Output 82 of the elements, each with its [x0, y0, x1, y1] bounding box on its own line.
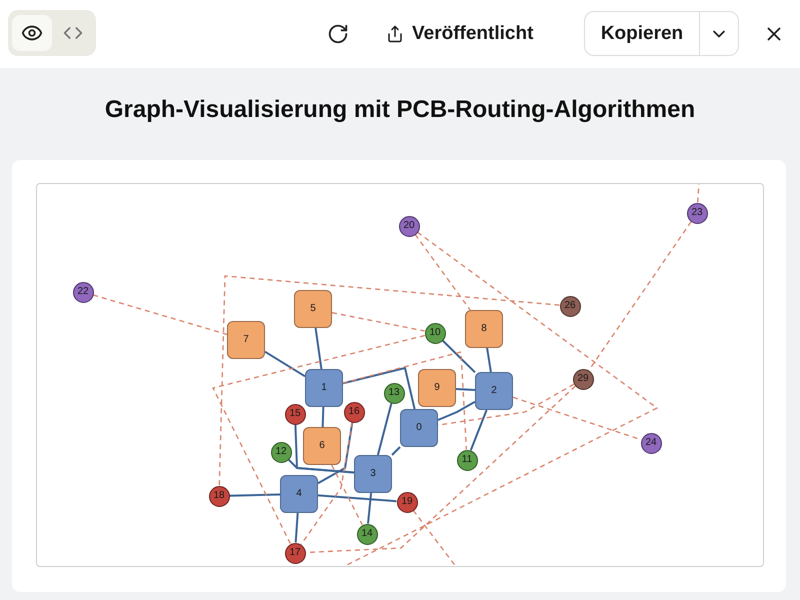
square-node: [475, 372, 513, 410]
dashed-connector: [300, 422, 353, 545]
circle-node: [396, 492, 418, 512]
dashed-connector: [331, 464, 363, 525]
node-label: 14: [361, 529, 373, 539]
connector: [486, 348, 492, 372]
circle-node: [72, 282, 94, 302]
node-label: 24: [645, 438, 657, 448]
circle-node: [398, 216, 420, 236]
connector: [391, 446, 401, 456]
circle-node: [270, 442, 292, 462]
copy-button: Kopieren: [585, 12, 700, 55]
square-node: [305, 369, 343, 407]
node-label: 6: [319, 441, 325, 451]
circle-node: [572, 368, 594, 390]
node-label: 3: [370, 469, 376, 479]
node-label: 11: [462, 455, 472, 465]
node-label: 20: [403, 221, 415, 231]
circle-node: [640, 432, 662, 454]
circle-node: [344, 402, 364, 422]
square-node: [354, 455, 392, 493]
connector: [294, 424, 354, 474]
circle-node: [284, 542, 306, 564]
circle-node: [284, 404, 306, 424]
node-label: 13: [388, 388, 400, 398]
circle-node: [560, 296, 580, 316]
node-label: 12: [275, 447, 287, 457]
node-label: 22: [77, 287, 89, 297]
node-label: 9: [434, 383, 440, 393]
dashed-connector: [697, 184, 700, 203]
square-node: [400, 409, 438, 447]
dashed-connector: [414, 234, 471, 310]
square-node: [418, 369, 456, 407]
connector: [318, 494, 397, 502]
square-node: [303, 427, 341, 465]
dashed-connector: [412, 510, 458, 566]
node-label: 1: [321, 383, 327, 393]
connector: [376, 402, 392, 456]
node-label: 15: [289, 409, 301, 419]
node-label: 7: [243, 335, 249, 345]
node-label: 8: [481, 324, 487, 334]
node-label: 26: [564, 301, 576, 311]
dashed-connector: [342, 351, 468, 450]
dashed-connector: [332, 312, 425, 332]
connector: [322, 406, 324, 428]
node-label: 23: [691, 208, 703, 218]
circle-node: [208, 486, 230, 506]
connector: [294, 512, 299, 543]
node-label: 17: [289, 548, 301, 558]
square-node: [280, 475, 318, 513]
connector: [456, 388, 476, 391]
node-label: 2: [491, 386, 497, 396]
circle-node: [384, 382, 404, 404]
node-label: 29: [577, 374, 589, 384]
circle-node: [356, 524, 378, 544]
connector: [442, 340, 476, 374]
node-label: 5: [310, 304, 316, 314]
diagram-title: Graph-Visualisierung mit PCB-Routing-Algorithmen: [104, 96, 696, 124]
square-node: [294, 290, 332, 328]
connector: [229, 494, 280, 497]
circle-node: [424, 322, 446, 344]
node-label: 10: [429, 328, 441, 338]
node-label: 19: [401, 497, 413, 507]
node-label: 18: [213, 491, 225, 501]
square-node: [465, 310, 503, 348]
node-label: 16: [348, 407, 360, 417]
square-node: [227, 321, 265, 359]
node-label: 4: [296, 489, 302, 499]
connector: [367, 492, 372, 524]
connector: [438, 400, 476, 421]
connector: [470, 410, 488, 451]
circle-node: [456, 450, 478, 470]
publish-button: Veröffentlicht: [380, 14, 540, 54]
connector: [318, 422, 354, 484]
connector: [314, 328, 322, 370]
node-label: 0: [416, 423, 422, 433]
circle-node: [686, 202, 708, 224]
dashed-connector: [588, 221, 692, 371]
dashed-connector: [92, 294, 228, 336]
dashed-connector: [218, 275, 560, 486]
dashed-connector: [212, 334, 425, 544]
connector: [264, 350, 306, 378]
